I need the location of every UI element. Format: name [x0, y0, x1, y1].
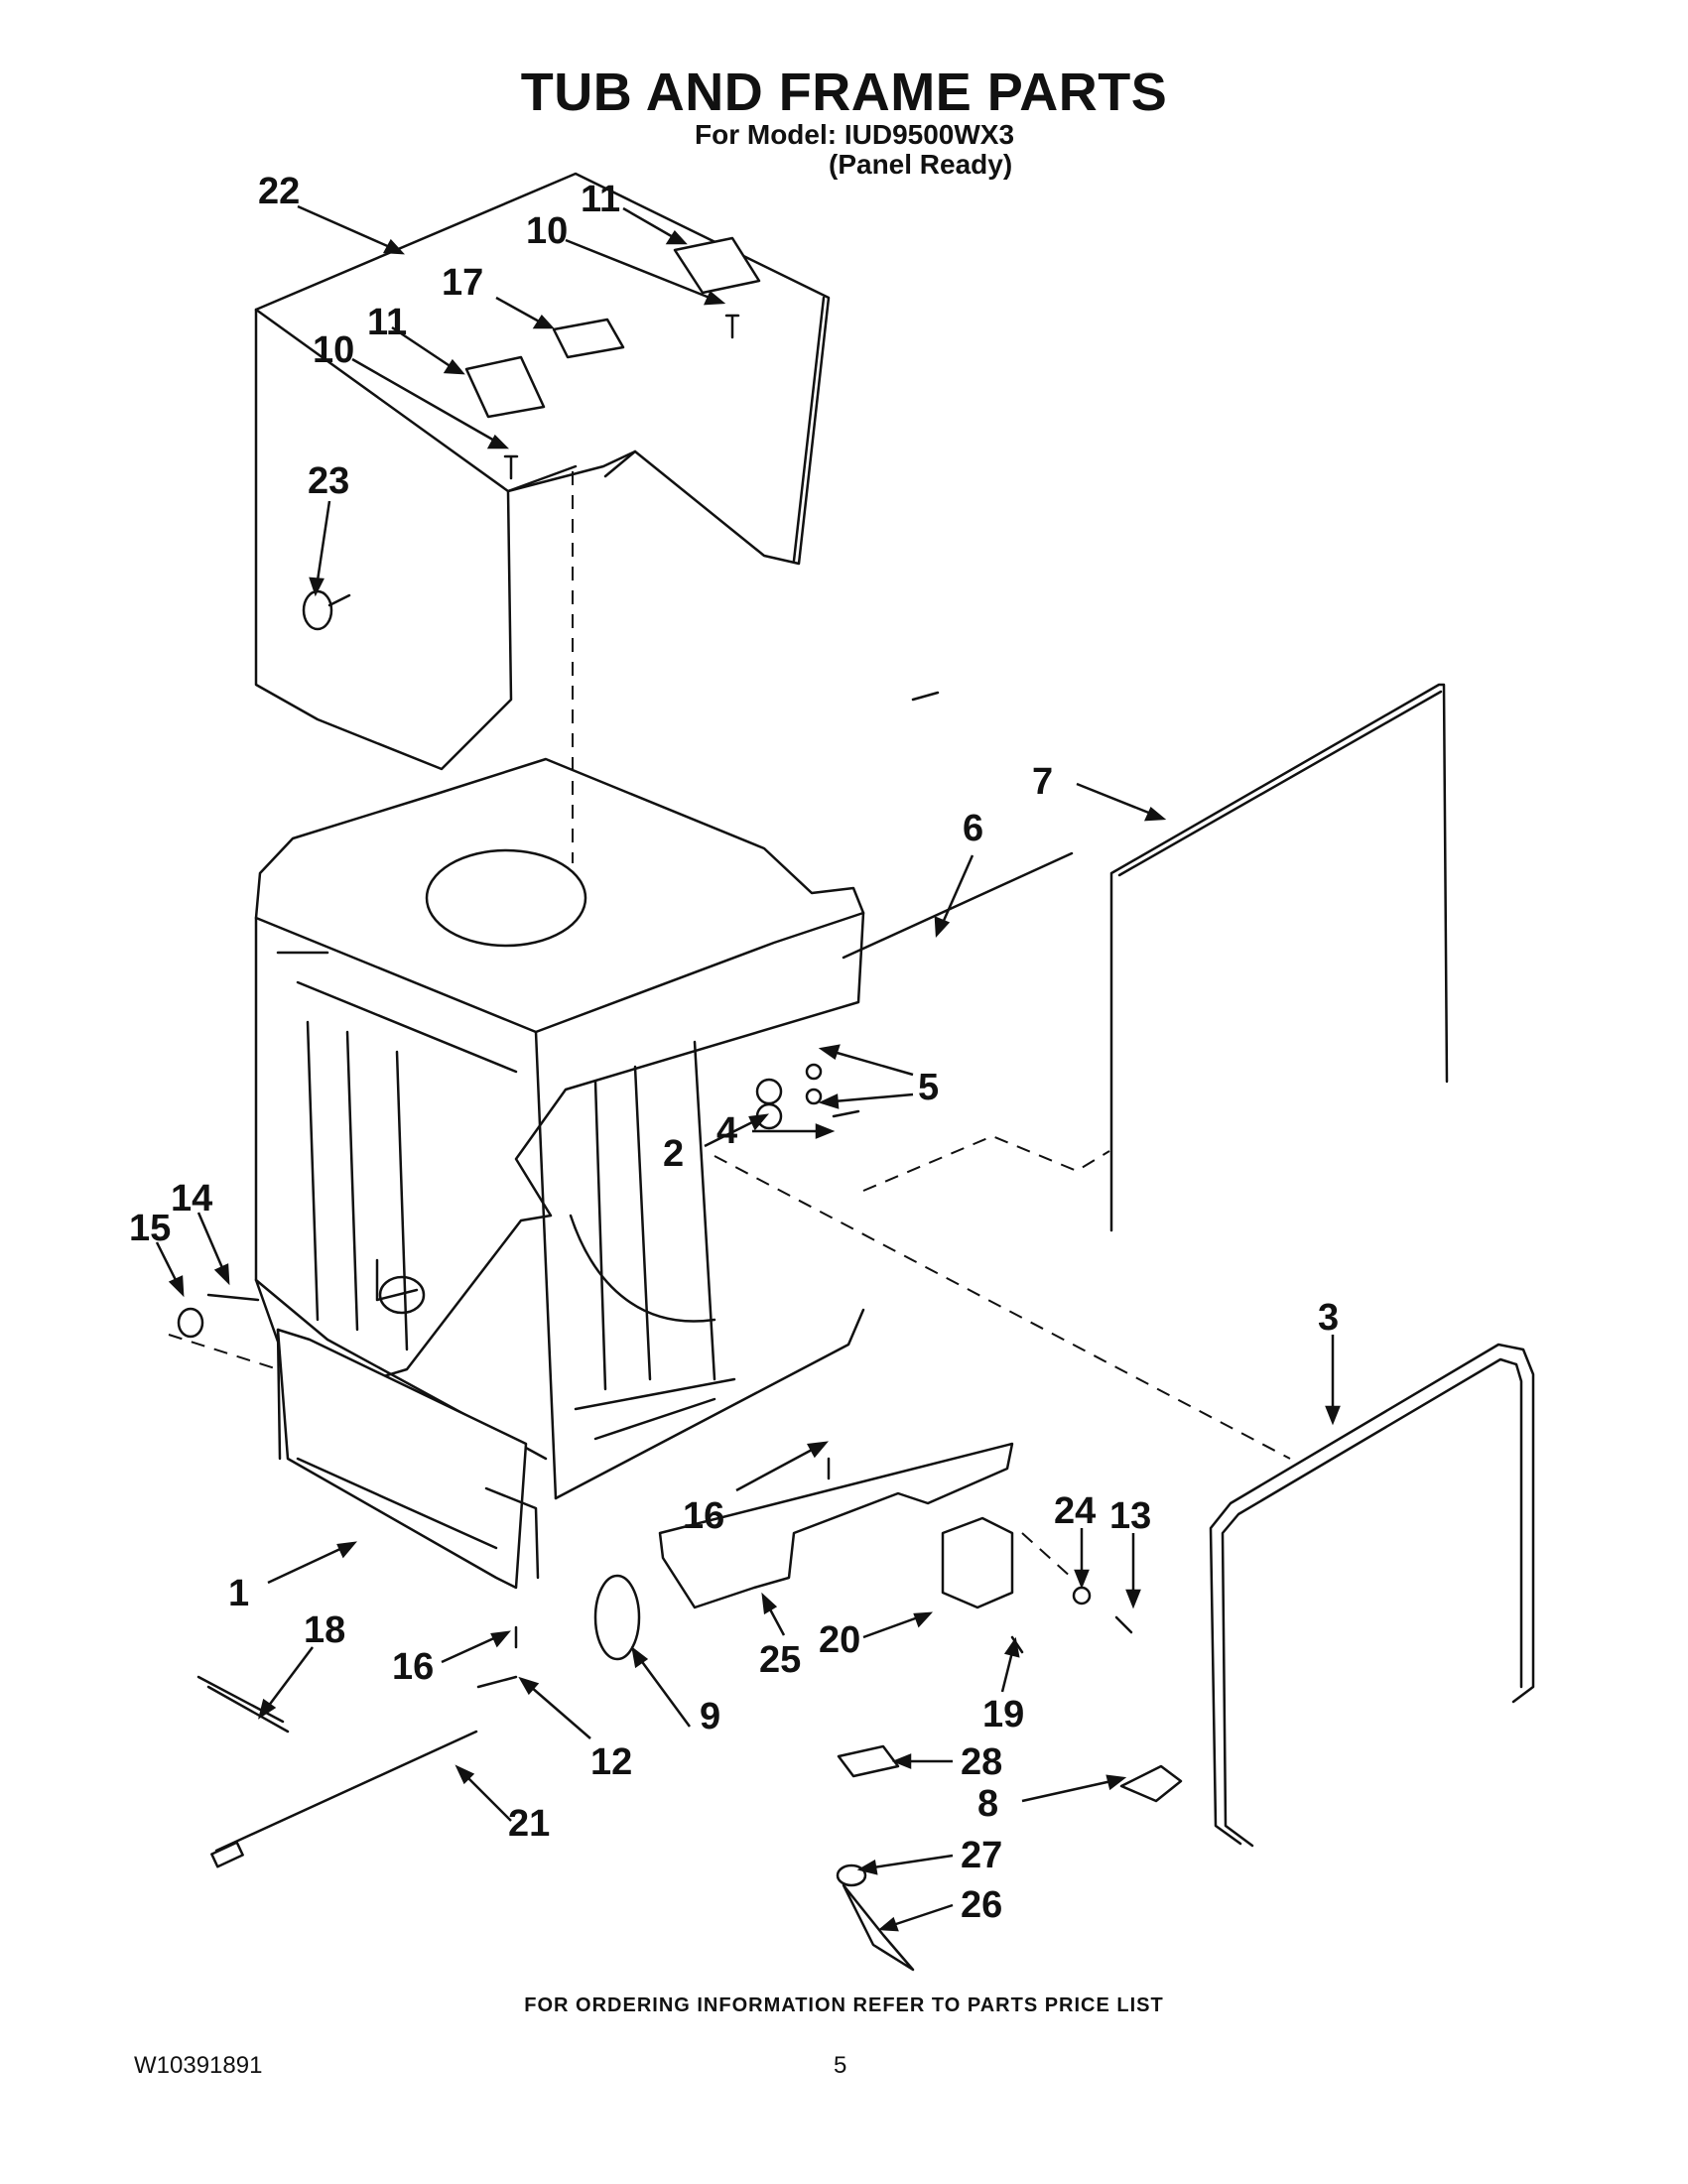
callout-15: 15 — [129, 1208, 171, 1249]
lower-door-seal — [1209, 1343, 1535, 1848]
callout-6: 6 — [963, 808, 983, 849]
callout-13: 13 — [1109, 1495, 1151, 1537]
callout-24: 24 — [1054, 1490, 1096, 1532]
callout-3: 3 — [1318, 1297, 1339, 1339]
small-parts — [177, 691, 1183, 1972]
callout-23: 23 — [308, 460, 349, 502]
callout-19: 19 — [982, 1694, 1024, 1735]
door-gasket-seal — [1109, 683, 1449, 1232]
callout-27: 27 — [961, 1835, 1002, 1876]
callout-26: 26 — [961, 1884, 1002, 1926]
model-line: For Model: IUD9500WX3 — [695, 119, 1015, 150]
callout-17: 17 — [442, 262, 483, 304]
callout-10a: 10 — [526, 210, 568, 252]
tub-body — [254, 757, 865, 1500]
callout-7: 7 — [1032, 761, 1053, 803]
callout-5: 5 — [918, 1067, 939, 1108]
callout-12: 12 — [590, 1741, 632, 1783]
callout-28: 28 — [961, 1741, 1002, 1783]
callout-25: 25 — [759, 1639, 801, 1681]
callout-20: 20 — [819, 1619, 860, 1661]
callout-18: 18 — [304, 1609, 345, 1651]
document-number: W10391891 — [134, 2052, 263, 2079]
callout-1: 1 — [228, 1573, 249, 1614]
leader-arrows — [155, 204, 1341, 1932]
callout-11b: 11 — [367, 302, 407, 343]
callout-22: 22 — [258, 171, 300, 212]
callout-9: 9 — [700, 1696, 720, 1737]
callout-4: 4 — [716, 1110, 737, 1152]
page-number: 5 — [834, 2052, 847, 2079]
callout-labels: 22 11 10 17 11 10 23 7 6 5 2 4 14 15 3 1… — [129, 171, 1339, 1926]
base-frame — [276, 1328, 540, 1590]
callout-14: 14 — [171, 1178, 212, 1220]
callout-16a: 16 — [683, 1495, 724, 1537]
hinge-bracket-parts — [302, 236, 761, 631]
callout-16b: 16 — [392, 1646, 434, 1688]
callout-11a: 11 — [581, 179, 620, 220]
ordering-note: FOR ORDERING INFORMATION REFER TO PARTS … — [524, 1994, 1164, 2016]
alignment-lines — [168, 471, 1291, 1579]
callout-10b: 10 — [313, 329, 354, 371]
page-title: TUB AND FRAME PARTS — [520, 63, 1168, 122]
callout-8: 8 — [977, 1783, 998, 1825]
top-wrap-panel — [254, 172, 831, 771]
callout-21: 21 — [508, 1803, 550, 1845]
callout-2: 2 — [663, 1133, 684, 1175]
variant-line: (Panel Ready) — [829, 149, 1013, 180]
